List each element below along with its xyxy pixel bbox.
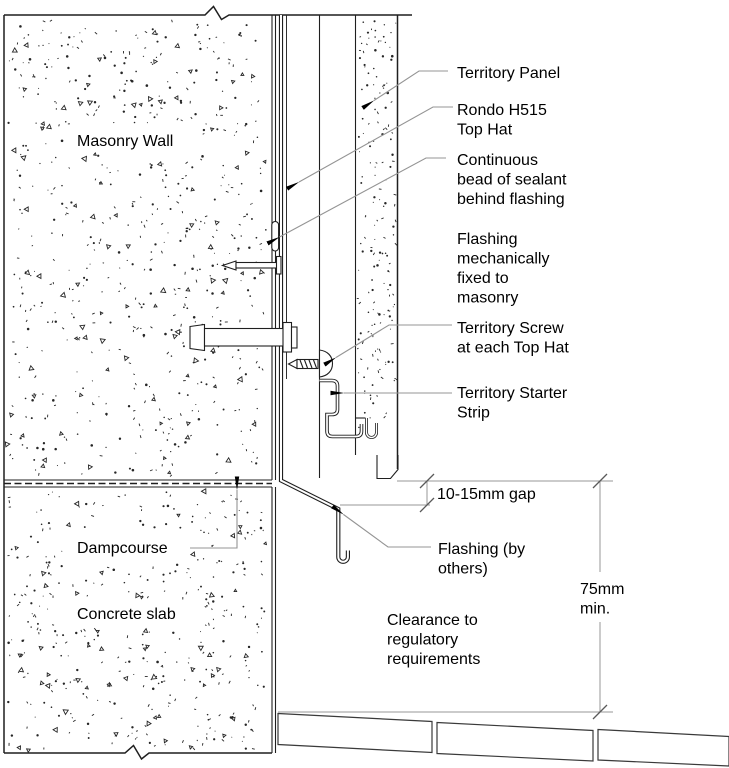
label-territory-screw-line2: at each Top Hat (457, 340, 569, 357)
label-flashing-fixed-line2: mechanically (457, 251, 549, 268)
leader-territory-panel (361, 70, 448, 110)
flashing-fixing-pin (220, 255, 282, 275)
screw-threads (299, 359, 318, 369)
panel-bottom-hook-core (365, 418, 378, 439)
leader-territory-screw (323, 324, 452, 367)
label-top-hat-line1: Rondo H515 (457, 102, 547, 119)
slab-stipple (7, 487, 268, 754)
leader-dampcourse (190, 476, 240, 549)
screw-shaft (296, 358, 319, 370)
label-dampcourse: Dampcourse (77, 540, 168, 557)
label-flashing-others-line1: Flashing (by (438, 541, 525, 558)
label-sealant-line1: Continuous (457, 152, 538, 169)
label-sealant-line3: behind flashing (457, 191, 565, 208)
label-flashing-others-line2: others) (438, 561, 488, 578)
pin-shaft (235, 261, 278, 269)
label-concrete-slab: Concrete slab (77, 606, 176, 623)
label-clearance-dim-line2: min. (580, 601, 610, 618)
paver-1 (277, 712, 433, 754)
starter-strip-profile (319, 378, 364, 439)
screw-flange (318, 349, 334, 378)
panel-bottom-hook-outline (365, 418, 378, 439)
flashing-profile (278, 15, 350, 564)
leader-sealant (266, 157, 446, 246)
label-top-hat-line2: Top Hat (457, 122, 513, 139)
label-sealant-line2: bead of sealant (457, 172, 567, 189)
top-hat-and-panel-lines (286, 15, 399, 480)
concrete-slab-section (4, 487, 277, 761)
label-clearance-note-line3: requirements (387, 651, 480, 668)
label-flashing-fixed-line4: masonry (457, 290, 518, 307)
label-starter-strip-line1: Territory Starter (457, 385, 568, 402)
pin-head (275, 255, 282, 275)
paver-2 (436, 721, 594, 762)
label-starter-strip-line2: Strip (457, 405, 490, 422)
flashing-sheet-core (280, 15, 349, 563)
label-flashing-fixed-line3: fixed to (457, 270, 509, 287)
masonry-anchor-bolt (189, 321, 298, 353)
screw-point (287, 358, 298, 370)
label-masonry-wall: Masonry Wall (77, 133, 173, 150)
leader-top-hat (285, 106, 453, 191)
panel-foot-outline (376, 455, 399, 480)
anchor-head-outer (282, 321, 293, 353)
paver-3 (597, 728, 729, 767)
anchor-end-cap (189, 323, 206, 352)
label-clearance-dim-line1: 75mm (580, 581, 624, 598)
dampcourse-layer (4, 479, 272, 488)
label-clearance-note-line1: Clearance to (387, 612, 478, 629)
masonry-wall-section (3, 5, 412, 753)
wall-top-break-line (4, 5, 412, 21)
panel-stipple (356, 20, 398, 429)
label-flashing-fixed-line1: Flashing (457, 231, 517, 248)
territory-screw-fastener (287, 349, 334, 378)
clearance-ticks (592, 473, 608, 720)
dimension-clearance (278, 473, 613, 720)
anchor-head-inner (290, 326, 298, 349)
label-territory-screw-line1: Territory Screw (457, 320, 564, 337)
flashing-sheet-outline (278, 15, 350, 564)
anchor-shaft (203, 327, 285, 347)
slab-bottom-break-line (4, 744, 272, 761)
gap-ticks (419, 473, 435, 513)
label-gap-dimension: 10-15mm gap (437, 486, 536, 503)
leader-flashing-by-others (331, 504, 431, 548)
label-clearance-note-line2: regulatory (387, 632, 458, 649)
labels: Masonry Wall Dampcourse Concrete slab Te… (77, 65, 624, 668)
label-territory-panel: Territory Panel (457, 65, 560, 82)
sealant-bead (271, 220, 280, 252)
masonry-stipple (4, 19, 267, 477)
pavers (277, 712, 729, 767)
starter-strip-core (319, 379, 363, 438)
leader-lines (190, 70, 453, 549)
dimension-gap (340, 473, 613, 513)
